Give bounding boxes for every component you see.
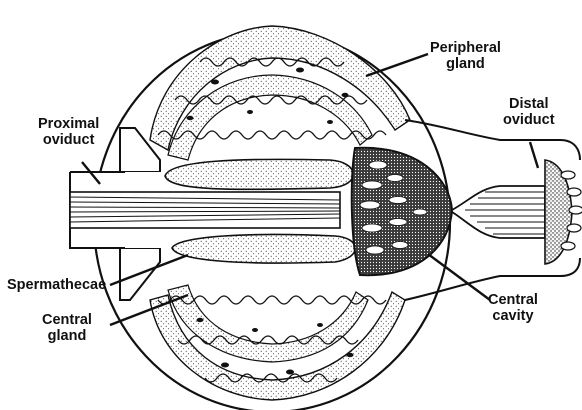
leader-peripheral-gland [366,54,428,76]
label-distal-oviduct: Distal oviduct [503,96,555,128]
label-central-gland: Central gland [42,312,92,344]
label-proximal-oviduct: Proximal oviduct [38,116,99,148]
label-central-cavity: Central cavity [488,292,538,324]
upper-spermatheca [165,159,353,189]
label-peripheral-gland: Peripheral gland [430,40,501,72]
oviduct-lumen [70,192,340,228]
lower-spermatheca [172,235,355,264]
leader-distal-oviduct [530,142,538,168]
label-spermathecae: Spermathecae [7,277,106,293]
